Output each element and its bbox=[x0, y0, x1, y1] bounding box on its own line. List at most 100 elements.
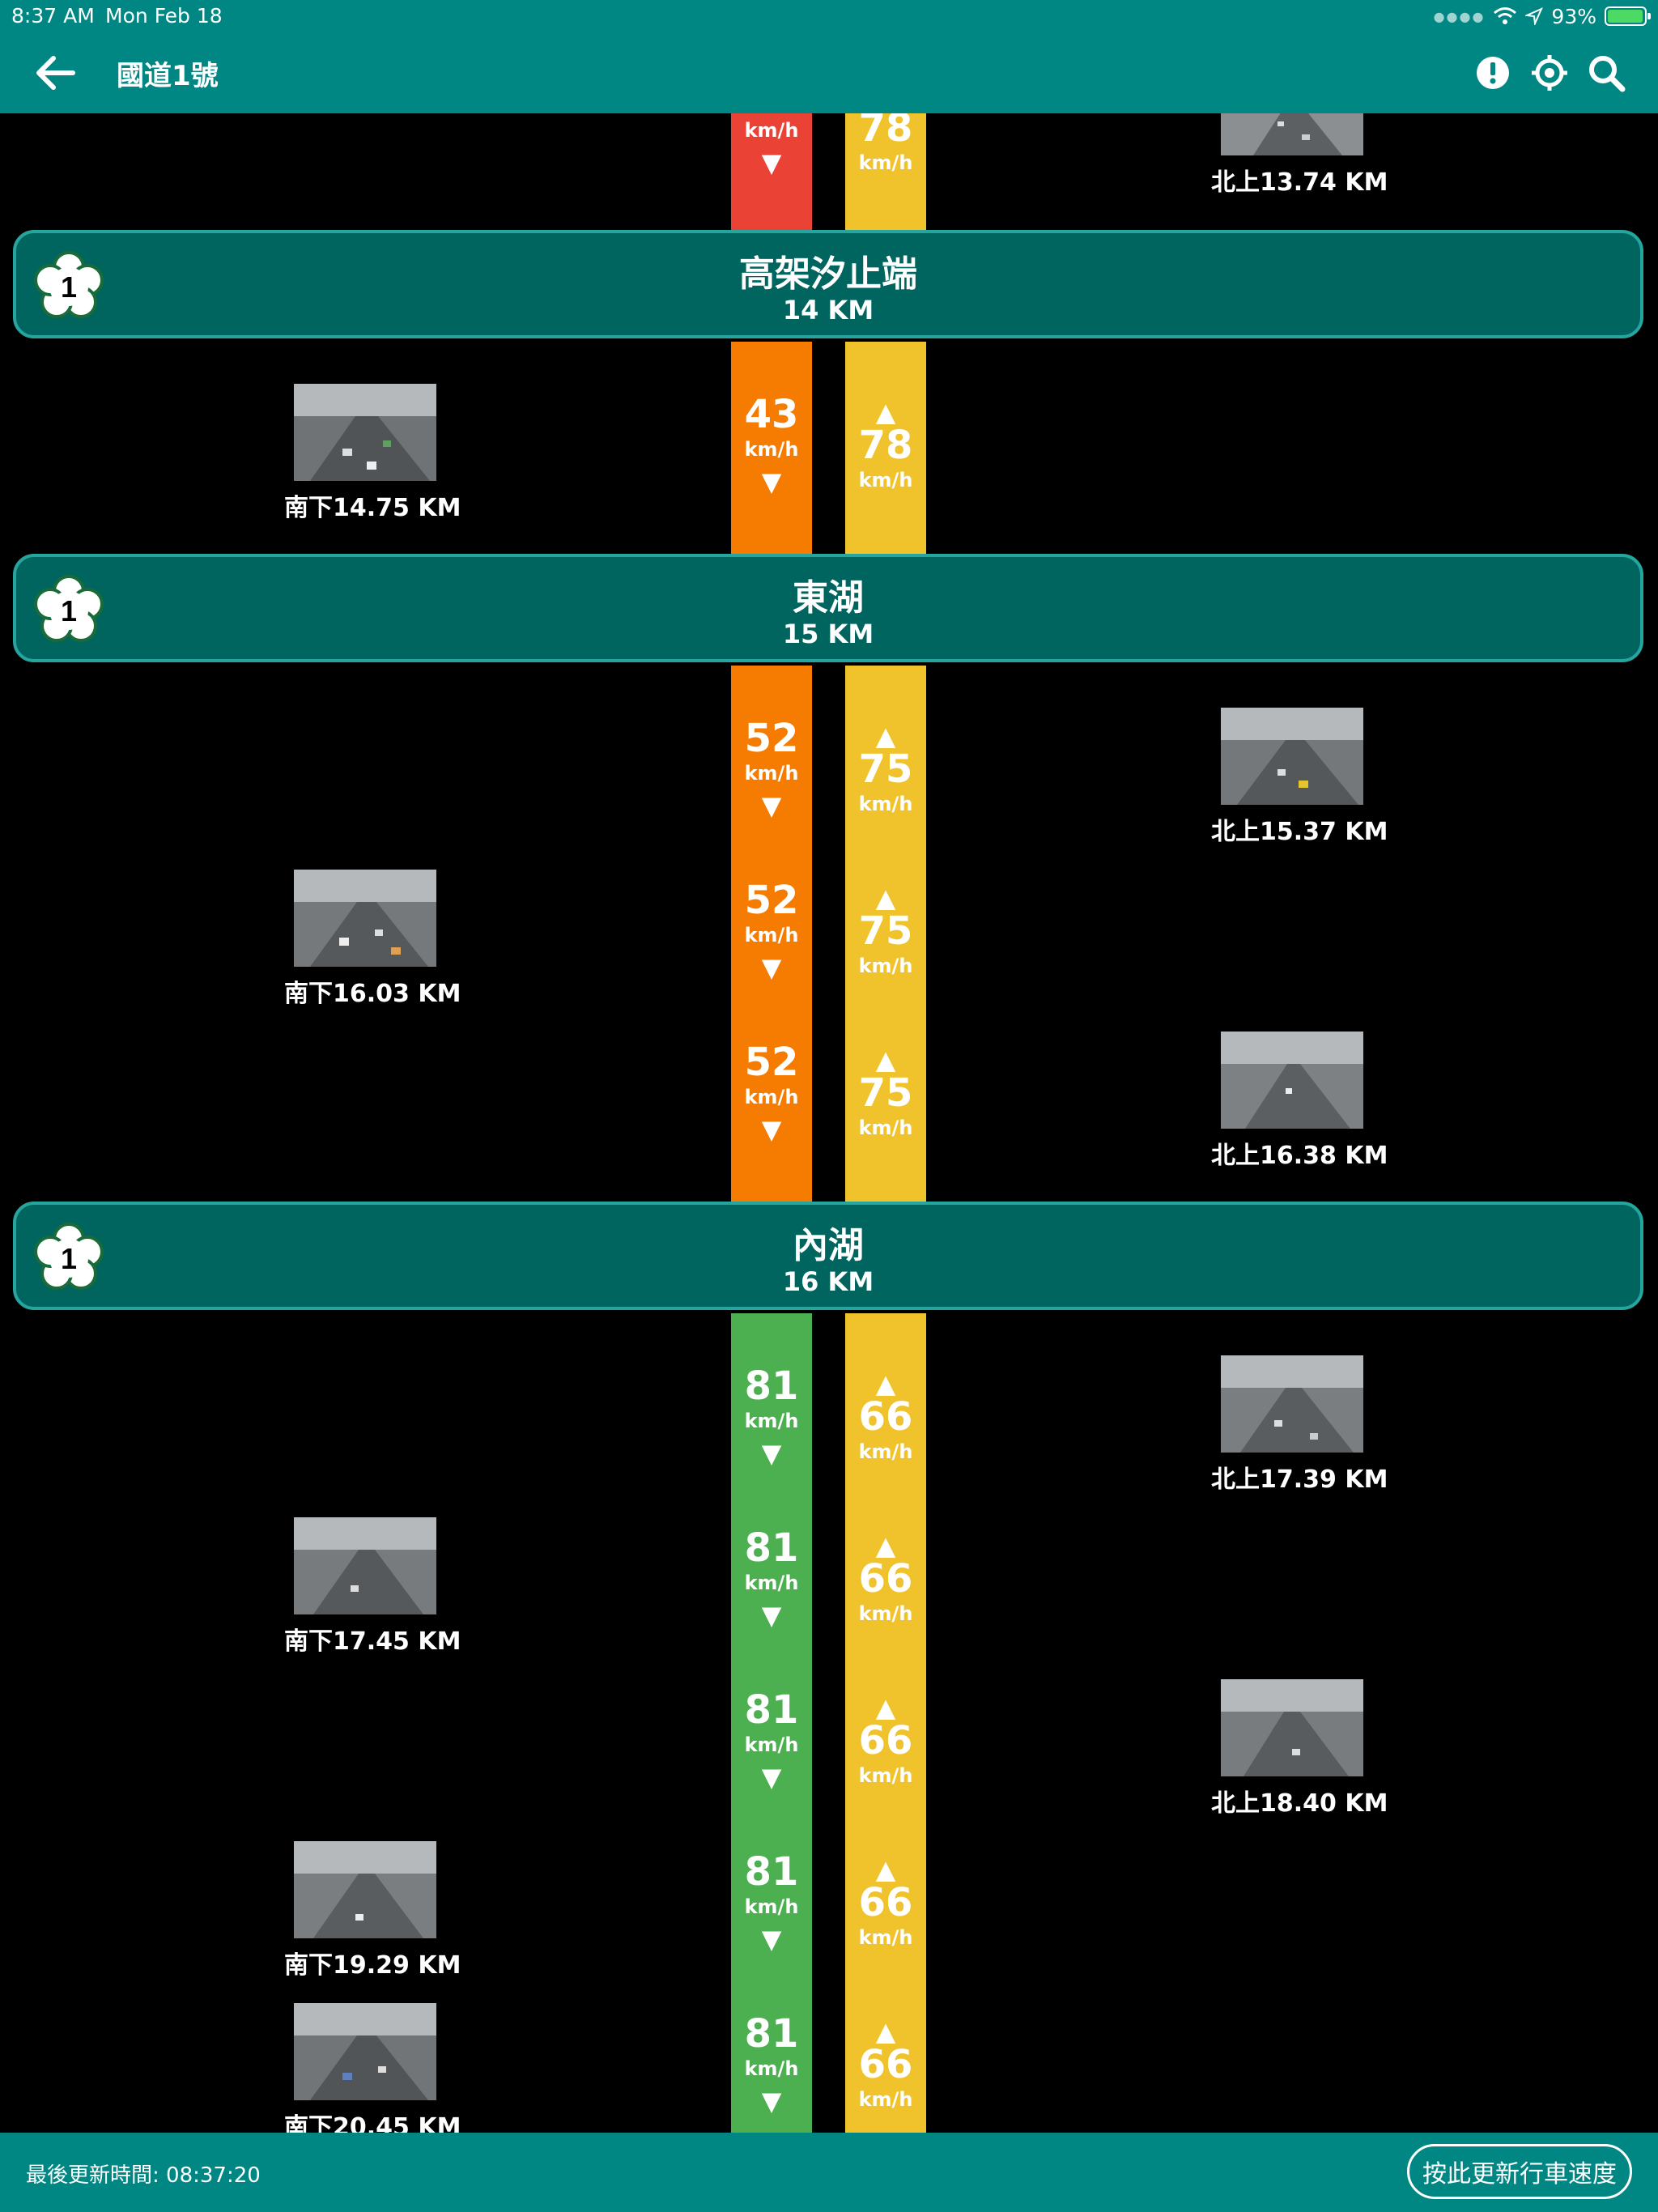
speed-value: 66 bbox=[858, 1556, 913, 1602]
speed-unit: km/h bbox=[858, 1764, 913, 1787]
camera-label: 北上17.39 KM bbox=[1211, 1465, 1388, 1494]
wifi-icon bbox=[1494, 7, 1517, 24]
speed-unit: km/h bbox=[858, 1440, 913, 1463]
camera-thumbnail[interactable] bbox=[294, 2003, 436, 2100]
camera-feed[interactable]: 北上18.40 KM bbox=[1211, 1679, 1388, 1819]
nav-actions bbox=[1473, 50, 1626, 96]
speed-unit: km/h bbox=[744, 762, 799, 785]
speed-unit: km/h bbox=[858, 1602, 913, 1625]
southbound-segment[interactable] bbox=[731, 666, 812, 1202]
locate-icon[interactable] bbox=[1530, 50, 1569, 96]
camera-thumbnail[interactable] bbox=[294, 870, 436, 967]
camera-label: 南下19.29 KM bbox=[284, 1951, 461, 1980]
status-bar: 8:37 AM Mon Feb 18 ●●●● 93% bbox=[0, 0, 1658, 32]
northbound-speed: ▲ 75 km/h bbox=[845, 883, 926, 983]
status-time: 8:37 AM bbox=[11, 4, 95, 28]
down-arrow-icon: ▼ bbox=[761, 1924, 782, 1955]
up-arrow-icon: ▲ bbox=[875, 1854, 896, 1885]
status-date: Mon Feb 18 bbox=[105, 4, 223, 28]
camera-feed[interactable]: 南下17.45 KM bbox=[284, 1517, 461, 1657]
svg-text:1: 1 bbox=[61, 270, 77, 304]
refresh-speed-button[interactable]: 按此更新行車速度 bbox=[1407, 2144, 1632, 2199]
down-arrow-icon: ▼ bbox=[761, 1438, 782, 1469]
camera-feed[interactable]: 北上16.38 KM bbox=[1211, 1032, 1388, 1171]
speed-value: 66 bbox=[858, 2042, 913, 2087]
northbound-segment[interactable] bbox=[845, 666, 926, 1202]
speed-value: 66 bbox=[858, 1880, 913, 1925]
interchange-bar[interactable]: 1 東湖 15 KM bbox=[13, 554, 1643, 662]
northbound-segment[interactable] bbox=[845, 1313, 926, 2133]
speed-unit: km/h bbox=[858, 151, 913, 174]
camera-thumbnail[interactable] bbox=[1221, 1679, 1363, 1776]
camera-thumbnail[interactable] bbox=[1221, 708, 1363, 805]
southbound-speed: 43 km/h ▼ bbox=[731, 395, 812, 497]
speed-value: 81 bbox=[744, 2011, 799, 2057]
camera-feed[interactable]: 北上17.39 KM bbox=[1211, 1355, 1388, 1495]
svg-text:1: 1 bbox=[61, 594, 77, 627]
down-arrow-icon: ▼ bbox=[761, 2086, 782, 2116]
highway-strip-map[interactable]: km/h ▼ 43 km/h ▼ 52 km/h ▼ 52 km/h ▼ 52 … bbox=[0, 113, 1658, 2133]
camera-feed[interactable]: 南下20.45 KM bbox=[284, 2003, 461, 2133]
southbound-speed: 81 km/h ▼ bbox=[731, 2011, 812, 2116]
camera-label: 南下14.75 KM bbox=[284, 494, 461, 522]
camera-feed[interactable]: 南下14.75 KM bbox=[284, 384, 461, 523]
interchange-bar[interactable]: 1 內湖 16 KM bbox=[13, 1202, 1643, 1310]
southbound-speed: km/h ▼ bbox=[731, 113, 812, 178]
camera-feed[interactable]: 北上15.37 KM bbox=[1211, 708, 1388, 847]
speed-value: 75 bbox=[858, 747, 913, 792]
search-icon[interactable] bbox=[1587, 50, 1626, 96]
page-title: 國道1號 bbox=[117, 60, 219, 92]
speed-value: 52 bbox=[744, 878, 799, 923]
camera-thumbnail[interactable] bbox=[294, 1841, 436, 1938]
back-arrow-icon[interactable] bbox=[32, 50, 78, 96]
up-arrow-icon: ▲ bbox=[875, 2016, 896, 2047]
speed-unit: km/h bbox=[858, 793, 913, 815]
camera-thumbnail[interactable] bbox=[294, 384, 436, 481]
speed-value: 75 bbox=[858, 908, 913, 954]
camera-label: 北上18.40 KM bbox=[1211, 1789, 1388, 1818]
northbound-speed: ▲ 78 km/h bbox=[845, 397, 926, 497]
camera-thumbnail[interactable] bbox=[1221, 1032, 1363, 1129]
camera-label: 南下20.45 KM bbox=[284, 2113, 461, 2133]
speed-unit: km/h bbox=[858, 1926, 913, 1949]
speed-value: 81 bbox=[744, 1849, 799, 1895]
speed-unit: km/h bbox=[744, 1572, 799, 1594]
camera-thumbnail[interactable] bbox=[1221, 113, 1363, 155]
southbound-segment[interactable] bbox=[731, 113, 812, 230]
southbound-segment[interactable] bbox=[731, 1313, 812, 2133]
southbound-speed: 81 km/h ▼ bbox=[731, 1525, 812, 1631]
up-arrow-icon: ▲ bbox=[875, 1692, 896, 1723]
camera-label: 北上13.74 KM bbox=[1211, 168, 1388, 197]
down-arrow-icon: ▼ bbox=[761, 1762, 782, 1793]
up-arrow-icon: ▲ bbox=[875, 1368, 896, 1399]
camera-feed[interactable]: 北上13.74 KM bbox=[1211, 113, 1388, 198]
down-arrow-icon: ▼ bbox=[761, 952, 782, 983]
camera-thumbnail[interactable] bbox=[294, 1517, 436, 1614]
highway-shield-icon: 1 bbox=[34, 575, 104, 642]
battery-percent: 93% bbox=[1551, 4, 1596, 28]
southbound-speed: 81 km/h ▼ bbox=[731, 1849, 812, 1955]
location-arrow-icon bbox=[1525, 7, 1544, 25]
camera-thumbnail[interactable] bbox=[1221, 1355, 1363, 1453]
camera-feed[interactable]: 南下19.29 KM bbox=[284, 1841, 461, 1980]
speed-value: 81 bbox=[744, 1525, 799, 1571]
speed-unit: km/h bbox=[744, 1410, 799, 1432]
southbound-lane: km/h ▼ 43 km/h ▼ 52 km/h ▼ 52 km/h ▼ 52 … bbox=[731, 113, 812, 2133]
interchange-bar[interactable]: 1 高架汐止端 14 KM bbox=[13, 230, 1643, 338]
interchange-name: 東湖 bbox=[793, 577, 864, 619]
signal-dots-icon: ●●●● bbox=[1433, 8, 1486, 24]
camera-label: 北上16.38 KM bbox=[1211, 1142, 1388, 1170]
down-arrow-icon: ▼ bbox=[761, 1600, 782, 1631]
northbound-speed: 78 km/h bbox=[845, 113, 926, 180]
camera-feed[interactable]: 南下16.03 KM bbox=[284, 870, 461, 1009]
interchange-km: 14 KM bbox=[782, 295, 874, 325]
nav-bar: 國道1號 bbox=[0, 32, 1658, 113]
northbound-speed: ▲ 66 km/h bbox=[845, 1692, 926, 1793]
southbound-speed: 81 km/h ▼ bbox=[731, 1367, 812, 1469]
southbound-speed: 52 km/h ▼ bbox=[731, 878, 812, 983]
alert-icon[interactable] bbox=[1473, 50, 1512, 96]
northbound-segment[interactable] bbox=[845, 113, 926, 230]
northbound-speed: ▲ 75 km/h bbox=[845, 721, 926, 821]
northbound-segment[interactable] bbox=[845, 342, 926, 554]
southbound-segment[interactable] bbox=[731, 342, 812, 554]
